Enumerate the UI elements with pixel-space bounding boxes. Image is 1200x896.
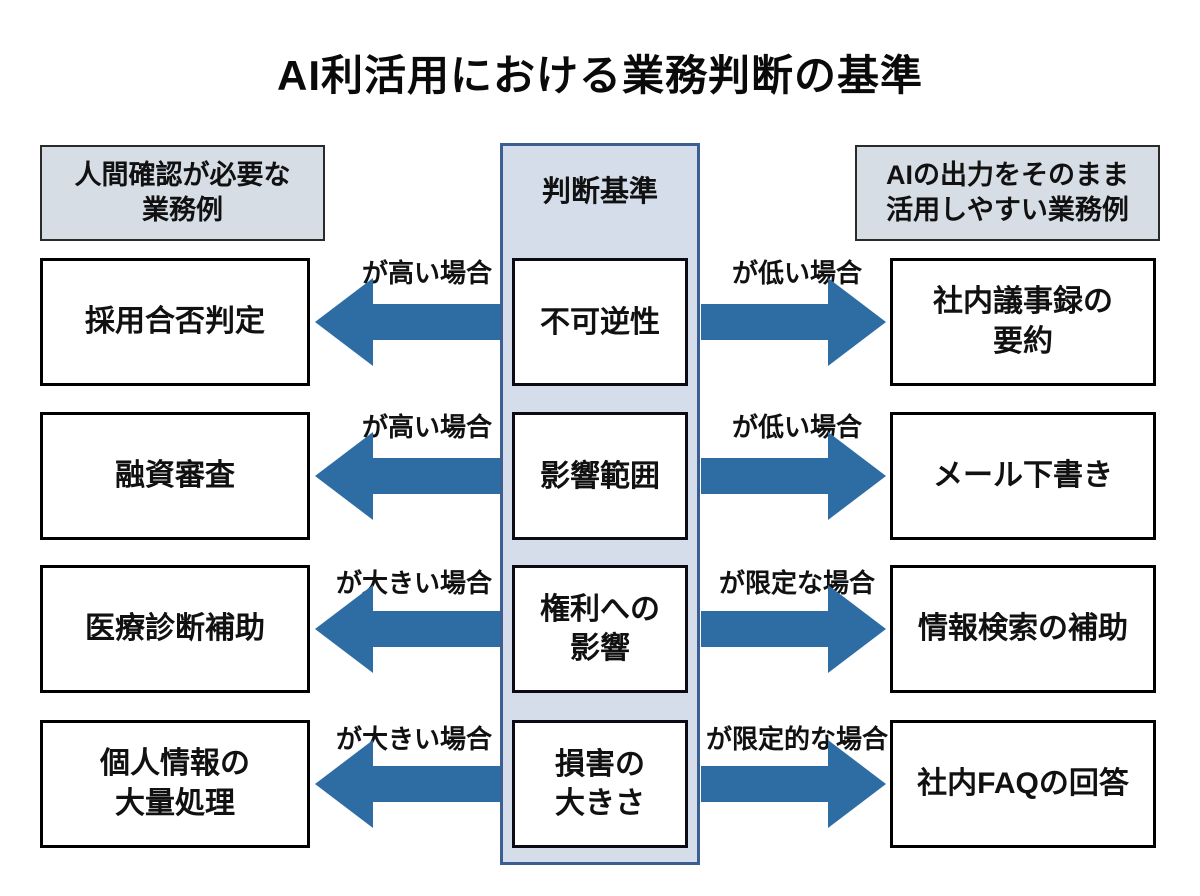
task-box-right-2: メール下書き (890, 412, 1156, 540)
condition-label-right-2: が低い場合 (731, 412, 862, 442)
condition-label-left-2: が高い場合 (361, 412, 492, 442)
condition-label-right-3: が限定な場合 (718, 568, 875, 598)
criterion-box-4: 損害の 大きさ (512, 720, 688, 848)
criterion-box-3: 権利への 影響 (512, 565, 688, 693)
task-box-left-4: 個人情報の 大量処理 (40, 720, 310, 848)
condition-label-left-1: が高い場合 (361, 258, 492, 288)
task-box-left-3: 医療診断補助 (40, 565, 310, 693)
task-box-left-2: 融資審査 (40, 412, 310, 540)
left-column-header: 人間確認が必要な 業務例 (40, 145, 325, 241)
criteria-panel-header: 判断基準 (541, 176, 658, 208)
condition-label-left-3: が大きい場合 (335, 568, 492, 598)
arrow-left-icon-1 (315, 276, 500, 368)
criterion-box-1: 不可逆性 (512, 258, 688, 386)
arrow-left-icon-2 (315, 430, 500, 522)
task-box-right-3: 情報検索の補助 (890, 565, 1156, 693)
page-title: AI利活用における業務判断の基準 (276, 52, 923, 99)
condition-label-right-4: が限定的な場合 (705, 724, 888, 754)
arrow-right-icon-2 (701, 430, 886, 522)
arrow-left-icon-3 (315, 583, 500, 675)
task-box-right-1: 社内議事録の 要約 (890, 258, 1156, 386)
criterion-box-2: 影響範囲 (512, 412, 688, 540)
task-box-left-1: 採用合否判定 (40, 258, 310, 386)
arrow-right-icon-4 (701, 738, 886, 830)
task-box-right-4: 社内FAQの回答 (890, 720, 1156, 848)
condition-label-right-1: が低い場合 (731, 258, 862, 288)
arrow-left-icon-4 (315, 738, 500, 830)
arrow-right-icon-3 (701, 583, 886, 675)
right-column-header: AIの出力をそのまま 活用しやすい業務例 (855, 145, 1160, 241)
arrow-right-icon-1 (701, 276, 886, 368)
